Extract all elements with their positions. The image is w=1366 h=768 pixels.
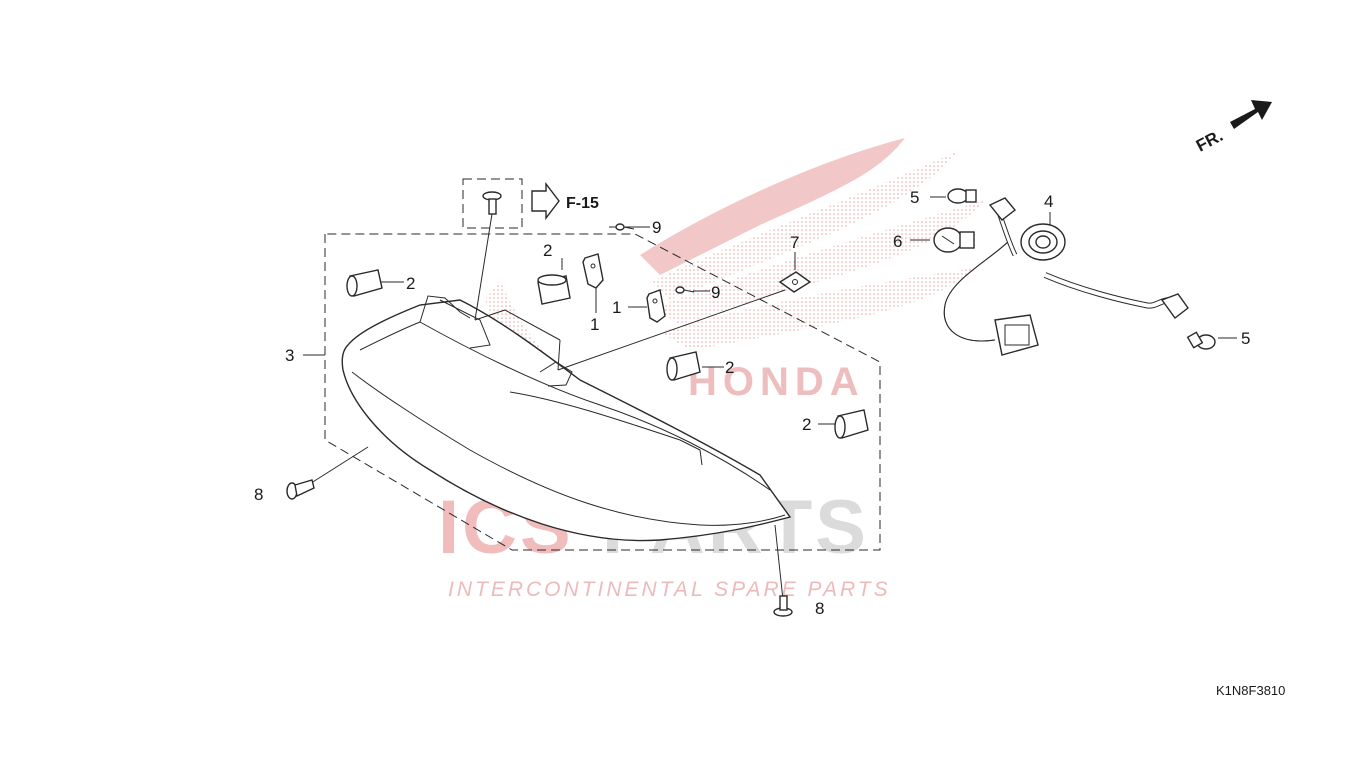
taillight-housing <box>341 295 792 542</box>
reference-screw <box>482 191 502 215</box>
callout-7-nut-plate: 7 <box>790 233 799 252</box>
collar-1 <box>346 269 383 297</box>
wiring-harness <box>943 197 1189 356</box>
front-arrow-icon <box>1230 100 1272 129</box>
callout-5-bulb-right: 5 <box>1241 329 1250 348</box>
reference-arrow-label: F-15 <box>566 195 599 212</box>
screw-8-b <box>773 595 793 617</box>
bulb-socket-4 <box>1020 223 1066 261</box>
reference-group: F-15 <box>462 178 599 229</box>
callout-2-collar-2: 2 <box>543 241 552 260</box>
watermark-tagline: INTERCONTINENTAL SPARE PARTS <box>448 578 891 601</box>
bulb-5-right <box>1186 331 1216 350</box>
callout-8-screw-a: 8 <box>254 485 263 504</box>
screw-8-a <box>286 479 315 500</box>
small-socket-right <box>1160 293 1189 319</box>
assembly-outline <box>324 233 881 551</box>
callout-9-screw-b: 9 <box>711 283 720 302</box>
front-direction-indicator: FR. <box>1193 100 1272 156</box>
callout-3-housing: 3 <box>285 346 294 365</box>
collar-3 <box>666 351 701 381</box>
bulb-5-top <box>947 188 977 204</box>
reference-arrow-icon <box>531 181 560 221</box>
callout-1-clip-1: 1 <box>590 315 599 334</box>
front-label: FR. <box>1193 126 1226 156</box>
callout-labels: 2 2 2 2 1 1 9 9 7 3 8 8 5 5 4 6 <box>254 188 1250 618</box>
callout-2-collar-4: 2 <box>802 415 811 434</box>
small-socket-top <box>988 197 1017 221</box>
callout-1-clip-2: 1 <box>612 298 621 317</box>
callout-6-bulb: 6 <box>893 232 902 251</box>
screw-9-b <box>675 286 695 294</box>
drawing-code: K1N8F3810 <box>1216 683 1285 698</box>
bulb-6 <box>933 227 975 253</box>
screw-9-a <box>615 223 635 231</box>
collar-2 <box>537 274 571 305</box>
callout-8-screw-b: 8 <box>815 599 824 618</box>
callout-2-collar-3: 2 <box>725 358 734 377</box>
clip-2 <box>646 289 666 323</box>
reference-box <box>462 178 523 229</box>
nut-plate <box>778 271 812 293</box>
callout-5-bulb-top: 5 <box>910 188 919 207</box>
clip-1 <box>582 253 604 289</box>
collar-4 <box>834 409 869 439</box>
callout-2-collar-1: 2 <box>406 274 415 293</box>
callout-4-socket: 4 <box>1044 192 1053 211</box>
callout-9-screw-a: 9 <box>652 218 661 237</box>
connector-plug <box>994 314 1039 356</box>
